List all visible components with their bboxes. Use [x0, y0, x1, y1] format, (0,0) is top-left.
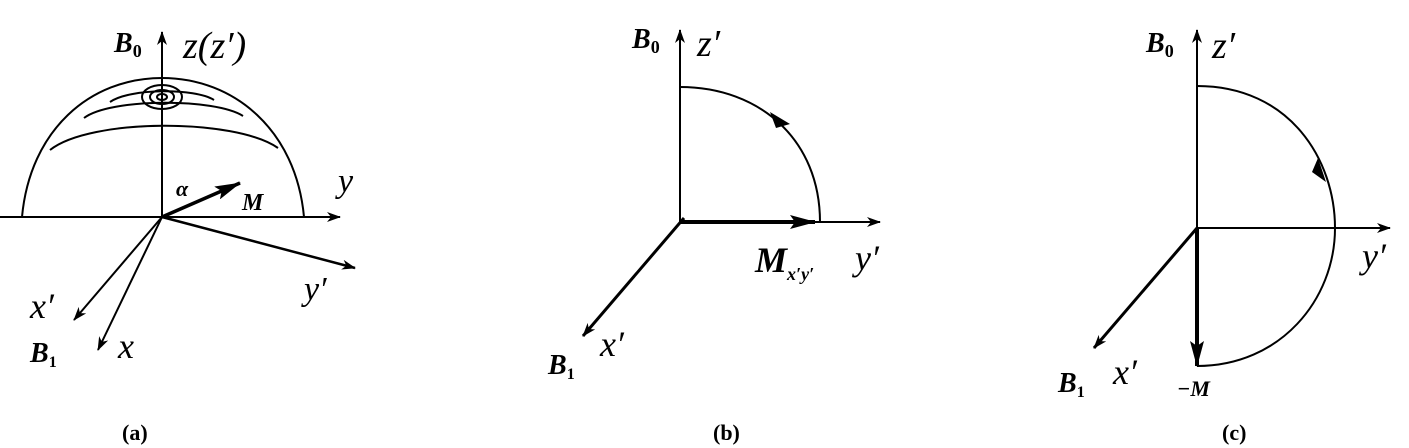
panel-c-arc-arrowhead — [1312, 158, 1326, 182]
panel-a-latitude-rings — [49, 84, 279, 151]
panel-b-x-prime-label: x′ — [599, 324, 625, 364]
panel-c-x-prime-axis — [1092, 227, 1199, 349]
panel-a-y-prime-axis — [161, 215, 356, 270]
panel-b-arc-arrowhead — [770, 112, 790, 128]
panel-a-x-axis — [97, 216, 163, 351]
panel-a-b1-label: B1 — [29, 338, 57, 371]
panel-b-caption: (b) — [713, 420, 740, 445]
panel-a-caption: (a) — [122, 420, 148, 445]
panel-b: B0 z′ Mx′y′ y′ x′ B1 (b) — [547, 23, 881, 445]
panel-c-rotation-arc — [1196, 85, 1337, 367]
panel-c-b0-label: B0 — [1145, 28, 1174, 61]
panel-c: B0 z′ y′ x′ B1 −M (c) — [1057, 25, 1391, 445]
panel-a: B0 z(z′) y α M y′ x′ x B1 (a) — [0, 25, 356, 445]
panel-b-b0-label: B0 — [631, 24, 660, 57]
panel-a-x-prime-axis — [73, 216, 163, 321]
panel-c-caption: (c) — [1222, 420, 1246, 445]
panel-c-neg-m-label: −M — [1177, 376, 1211, 401]
panel-c-x-prime-label: x′ — [1112, 352, 1138, 392]
panel-b-z-prime-label: z′ — [696, 23, 721, 65]
panel-b-y-prime-label: y′ — [852, 238, 880, 278]
panel-b-rotation-arc — [679, 86, 821, 223]
panel-c-b1-label: B1 — [1057, 368, 1085, 401]
panel-c-y-prime-label: y′ — [1359, 236, 1387, 276]
panel-a-z-label: z(z′) — [182, 25, 246, 67]
panel-a-m-vector — [161, 181, 241, 219]
panel-a-y-label: y — [335, 163, 354, 200]
panel-a-y-prime-label: y′ — [301, 271, 327, 308]
panel-a-x-prime-label: x′ — [29, 286, 55, 326]
panel-a-m-label: M — [241, 190, 265, 216]
panel-a-x-label: x — [117, 326, 134, 366]
panel-b-m-label: Mx′y′ — [754, 240, 814, 284]
panel-b-x-prime-axis — [581, 217, 686, 337]
panel-a-b0-label: B0 — [113, 28, 142, 61]
panel-b-b1-label: B1 — [547, 350, 575, 383]
panel-a-alpha-label: α — [176, 176, 189, 201]
panel-c-z-prime-label: z′ — [1211, 25, 1236, 67]
